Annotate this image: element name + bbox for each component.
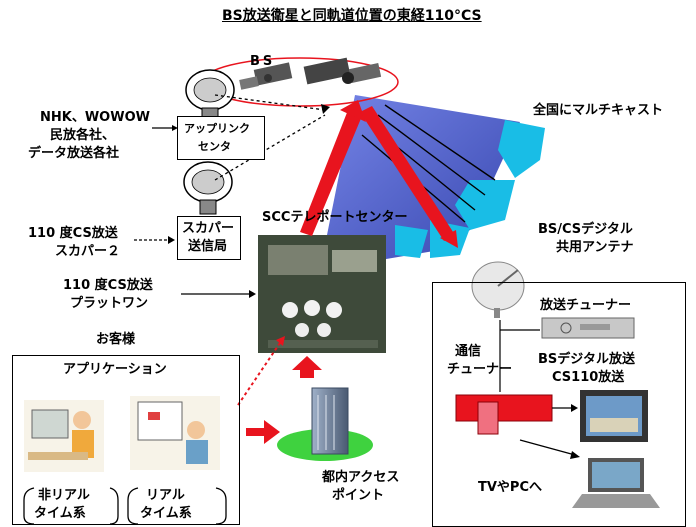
comm-tuner-icon [455, 394, 553, 435]
uplink-dotted-arrows [214, 94, 326, 181]
red-up-arrow [292, 356, 322, 378]
bs-label: BS [250, 54, 276, 69]
broadcasters-label-1: NHK、WOWOW [40, 110, 150, 125]
red-dotted-link [237, 339, 283, 406]
tuner-brackets [23, 487, 227, 525]
broadcast-tuner-label: 放送チューナー [540, 298, 632, 313]
bs-cs-antenna-label-1: BS/CSデジタル [538, 222, 633, 237]
skyperfec-dish-icon [183, 161, 233, 215]
comm-tuner-label-2: チューナー [447, 362, 513, 377]
nonrealtime-illustration [24, 400, 104, 472]
bs-digital-label-1: BSデジタル放送 [538, 352, 636, 367]
broadcasters-label-2: 民放各社、 [50, 128, 116, 143]
red-uplink-arrow [300, 110, 362, 236]
realtime-label-2: タイム系 [140, 506, 192, 521]
cs-satellite-icon [303, 57, 382, 85]
skyperfec-station-label-1: スカパー [182, 221, 235, 236]
diagram-title: BS放送衛星と同軌道位置の東経110°CS [222, 8, 482, 24]
red-right-arrow [246, 420, 280, 444]
uplink-dish-icon [185, 69, 235, 123]
laptop-icon [572, 458, 660, 508]
lines-to-devices [499, 320, 576, 456]
application-label: アプリケーション [63, 362, 167, 377]
red-downlink-arrow [360, 106, 455, 241]
scc-photo [258, 235, 386, 353]
cs110-skyperfec-label-2: スカパー２ [55, 244, 121, 259]
realtime-label-1: リアル [146, 488, 185, 503]
uplink-label-1: アップリンク [184, 122, 250, 135]
skyperfec-station-label-2: 送信局 [188, 239, 228, 254]
cs110-platone-label-2: プラットワン [70, 296, 149, 311]
realtime-illustration [130, 396, 220, 470]
access-point-label-1: 都内アクセス [322, 470, 400, 485]
bs-cs-antenna-label-2: 共用アンテナ [556, 240, 634, 255]
nonrealtime-label-2: タイム系 [34, 506, 86, 521]
broadcast-tuner-icon [541, 317, 635, 339]
comm-tuner-label-1: 通信 [455, 344, 482, 359]
nationwide-label: 全国にマルチキャスト [533, 103, 664, 118]
broadcasters-label-3: データ放送各社 [28, 146, 120, 161]
uplink-center-box: アップリンク センタ [177, 116, 265, 160]
cs110-platone-label-1: 110 度CS放送 [63, 278, 153, 293]
access-point-label-2: ポイント [332, 488, 385, 503]
uplink-label-2: センタ [198, 140, 231, 153]
tv-pc-label: TVやPCへ [478, 480, 542, 495]
bs-satellite-icon [239, 62, 293, 90]
application-box: アプリケーション [12, 355, 240, 525]
building-icon [311, 387, 349, 455]
nonrealtime-label-1: 非リアル [38, 488, 90, 503]
tv-icon [580, 390, 648, 442]
cs110-skyperfec-label-1: 110 度CS放送 [28, 226, 118, 241]
receiver-area-box [432, 282, 686, 527]
customer-label: お客様 [96, 332, 136, 347]
bs-digital-label-2: CS110放送 [552, 370, 625, 385]
receiving-dish-icon [471, 261, 525, 318]
scc-label: SCCテレポートセンター [262, 210, 408, 225]
skyperfec-station-box: スカパー 送信局 [177, 216, 241, 260]
